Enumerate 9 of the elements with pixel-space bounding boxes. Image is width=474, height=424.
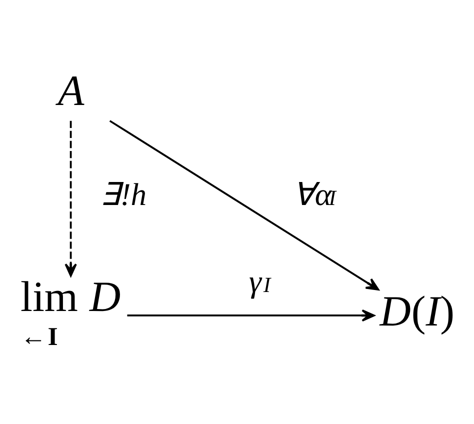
arrow [126, 309, 374, 322]
edge-label: ∀αI [292, 176, 336, 212]
node-text: D(I) [379, 288, 454, 336]
arrow [64, 120, 76, 277]
edge-label: γI [248, 264, 270, 299]
node-text: lim D ←I [20, 274, 120, 351]
node-text: A [57, 68, 84, 115]
edge-label: ∃!h [100, 176, 146, 212]
arrow [108, 120, 379, 290]
